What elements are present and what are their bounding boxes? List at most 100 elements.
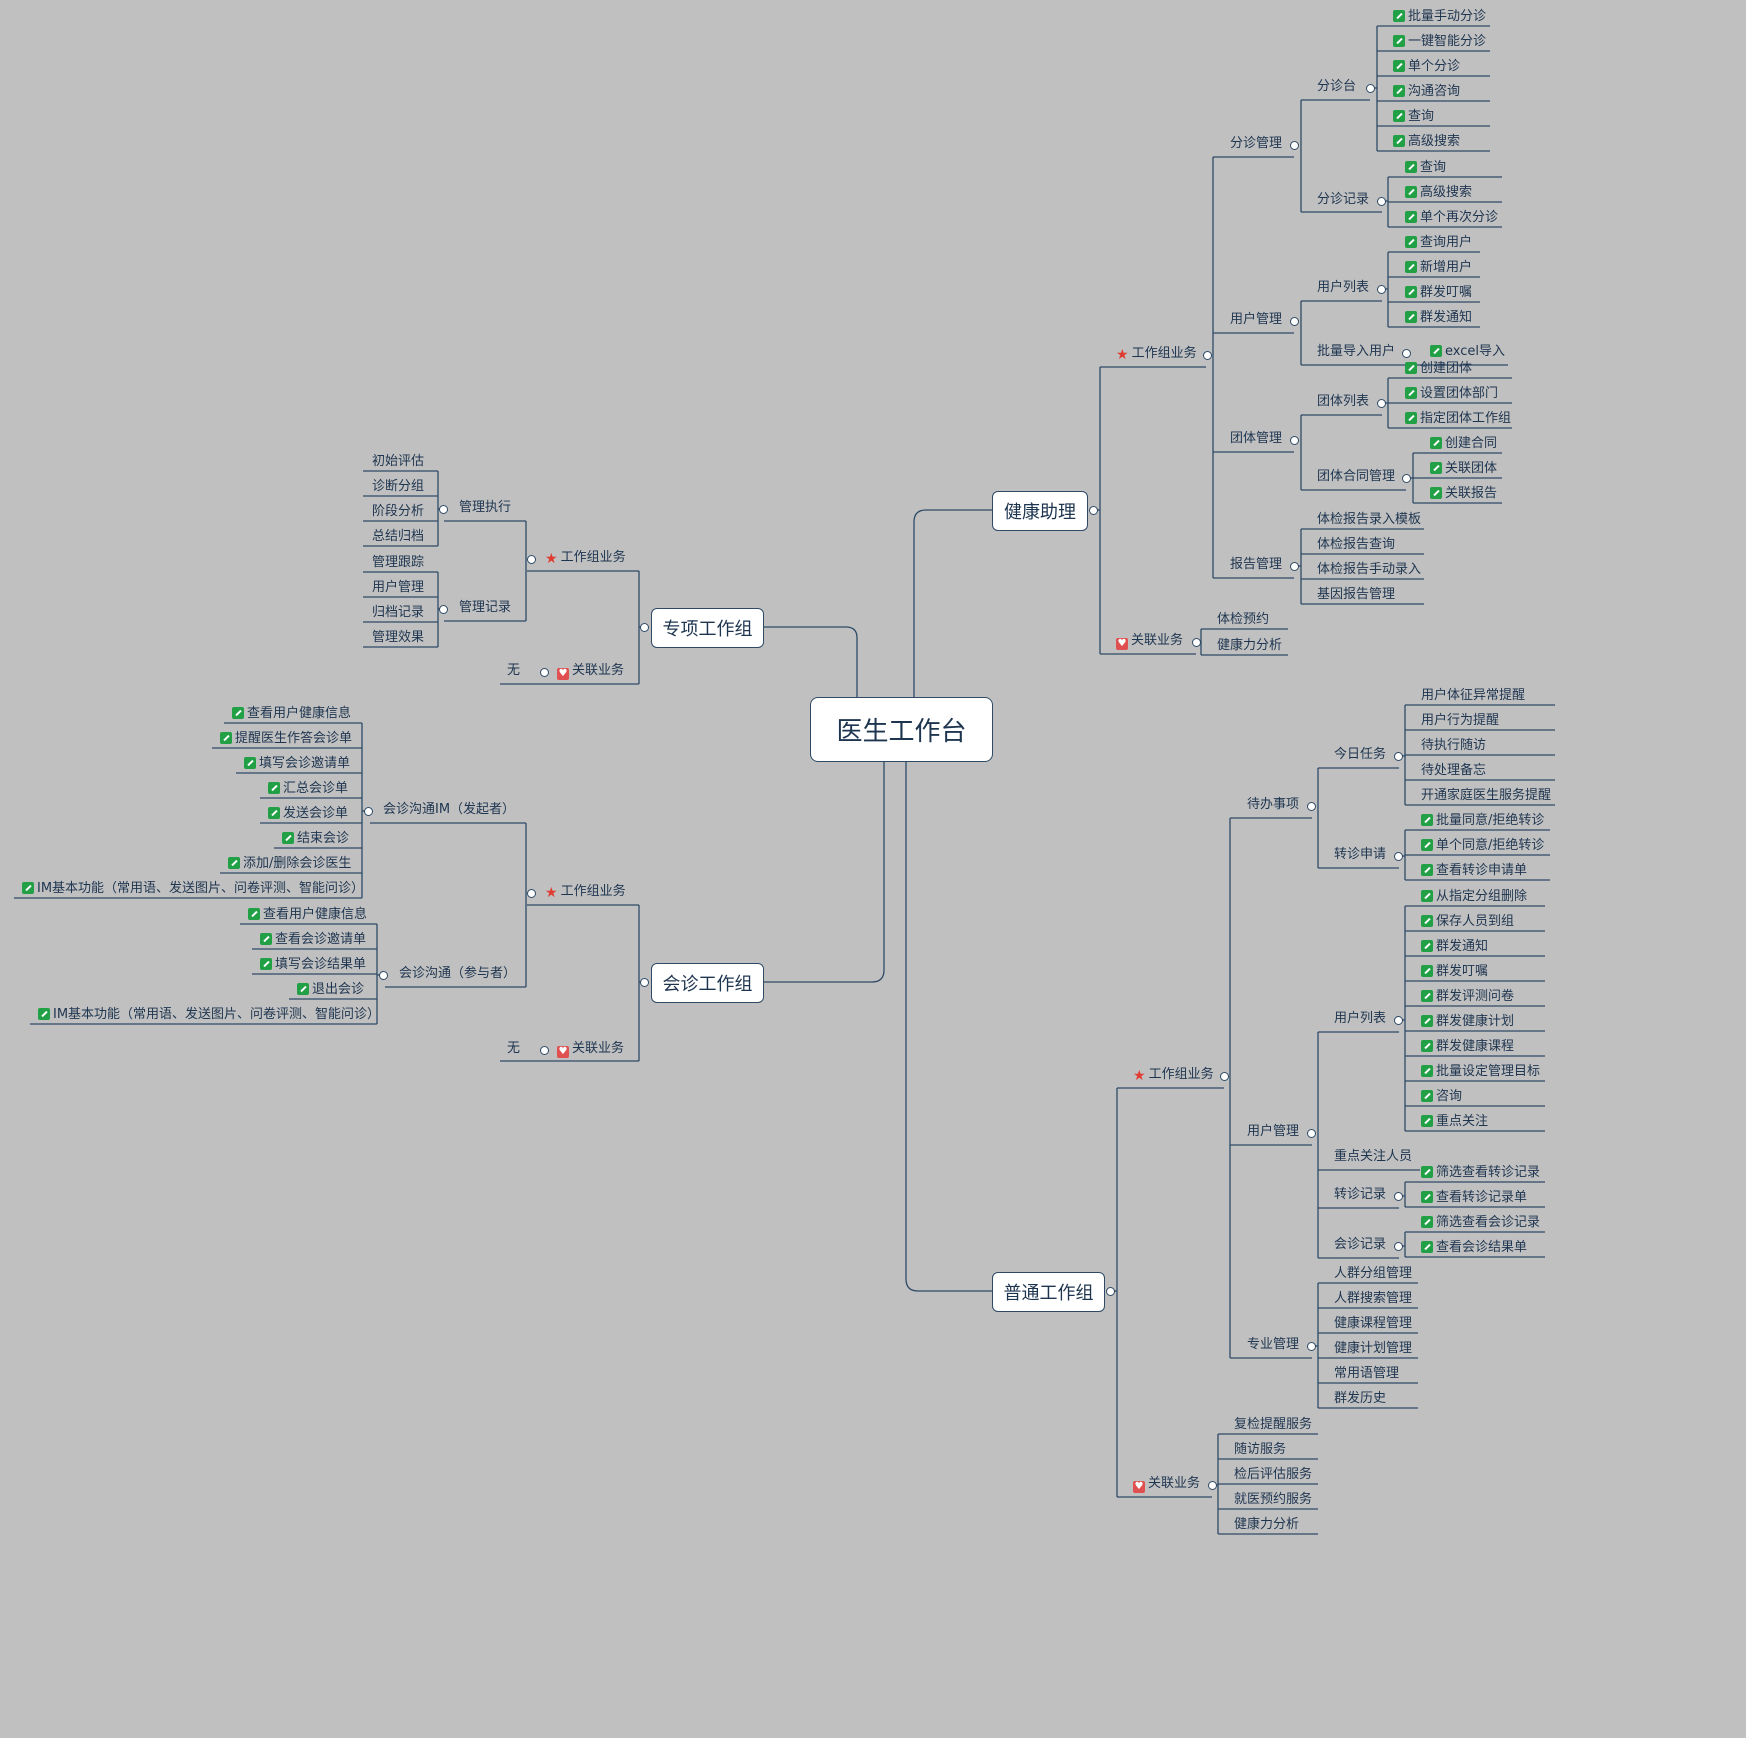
- topic-node[interactable]: 群发通知: [1405, 310, 1472, 326]
- topic-node[interactable]: 基因报告管理: [1317, 587, 1395, 603]
- topic-node[interactable]: 转诊申请: [1334, 847, 1386, 863]
- branch-health-assistant[interactable]: 健康助理: [992, 491, 1088, 531]
- topic-node[interactable]: 批量同意/拒绝转诊: [1421, 813, 1544, 829]
- collapse-toggle[interactable]: [527, 889, 536, 898]
- topic-node[interactable]: 团体列表: [1317, 394, 1369, 410]
- related-node[interactable]: ♥关联业务: [557, 1041, 624, 1058]
- topic-node[interactable]: 沟通咨询: [1393, 84, 1460, 100]
- collapse-toggle[interactable]: [640, 623, 649, 632]
- topic-node[interactable]: 关联团体: [1430, 461, 1497, 477]
- workgroup-node[interactable]: ★工作组业务: [1116, 346, 1197, 362]
- topic-node[interactable]: 单个同意/拒绝转诊: [1421, 838, 1544, 854]
- topic-node[interactable]: 创建合同: [1430, 436, 1497, 452]
- topic-node[interactable]: 就医预约服务: [1234, 1492, 1312, 1508]
- topic-node[interactable]: 人群搜索管理: [1334, 1291, 1412, 1307]
- topic-node[interactable]: 查看用户健康信息: [248, 907, 367, 923]
- none-node[interactable]: 无: [507, 1041, 520, 1057]
- topic-node[interactable]: excel导入: [1430, 344, 1505, 360]
- collapse-toggle[interactable]: [439, 505, 448, 514]
- topic-node[interactable]: 添加/删除会诊医生: [228, 856, 351, 872]
- topic-node[interactable]: 群发评测问卷: [1421, 989, 1514, 1005]
- collapse-toggle[interactable]: [1208, 1481, 1217, 1490]
- topic-node[interactable]: 群发历史: [1334, 1391, 1386, 1407]
- topic-node[interactable]: 健康力分析: [1234, 1517, 1299, 1533]
- topic-node[interactable]: 查询用户: [1405, 235, 1472, 251]
- topic-node[interactable]: 团体管理: [1230, 431, 1282, 447]
- topic-node[interactable]: 提醒医生作答会诊单: [220, 731, 352, 747]
- topic-node[interactable]: 群发叮嘱: [1421, 964, 1488, 980]
- collapse-toggle[interactable]: [1394, 1016, 1403, 1025]
- collapse-toggle[interactable]: [1402, 474, 1411, 483]
- topic-node[interactable]: 转诊记录: [1334, 1187, 1386, 1203]
- topic-node[interactable]: 群发健康计划: [1421, 1014, 1514, 1030]
- topic-node[interactable]: 报告管理: [1230, 557, 1282, 573]
- topic-node[interactable]: 退出会诊: [297, 982, 364, 998]
- branch-normal-group[interactable]: 普通工作组: [992, 1272, 1105, 1312]
- topic-node[interactable]: 用户管理: [372, 580, 424, 596]
- topic-node[interactable]: 随访服务: [1234, 1442, 1286, 1458]
- collapse-toggle[interactable]: [1220, 1072, 1229, 1081]
- topic-node[interactable]: 健康课程管理: [1334, 1316, 1412, 1332]
- topic-node[interactable]: 分诊管理: [1230, 136, 1282, 152]
- topic-node[interactable]: 查询: [1393, 109, 1434, 125]
- topic-node[interactable]: 关联报告: [1430, 486, 1497, 502]
- topic-node[interactable]: 重点关注: [1421, 1114, 1488, 1130]
- topic-node[interactable]: 分诊台: [1317, 79, 1356, 95]
- topic-node[interactable]: 会诊记录: [1334, 1237, 1386, 1253]
- topic-node[interactable]: 体检预约: [1217, 612, 1269, 628]
- topic-node[interactable]: 查看会诊结果单: [1421, 1240, 1527, 1256]
- topic-node[interactable]: 用户管理: [1230, 312, 1282, 328]
- topic-node[interactable]: 咨询: [1421, 1089, 1462, 1105]
- topic-node[interactable]: 批量手动分诊: [1393, 9, 1486, 25]
- topic-node[interactable]: 管理跟踪: [372, 555, 424, 571]
- collapse-toggle[interactable]: [1307, 1129, 1316, 1138]
- topic-node[interactable]: 用户列表: [1317, 280, 1369, 296]
- topic-node[interactable]: 筛选查看会诊记录: [1421, 1215, 1540, 1231]
- collapse-toggle[interactable]: [1377, 197, 1386, 206]
- topic-node[interactable]: IM基本功能（常用语、发送图片、问卷评测、智能问诊）: [38, 1007, 380, 1023]
- topic-node[interactable]: 管理执行: [459, 500, 511, 516]
- collapse-toggle[interactable]: [1394, 752, 1403, 761]
- topic-node[interactable]: 常用语管理: [1334, 1366, 1399, 1382]
- topic-node[interactable]: 检后评估服务: [1234, 1467, 1312, 1483]
- collapse-toggle[interactable]: [1290, 436, 1299, 445]
- topic-node[interactable]: 从指定分组删除: [1421, 889, 1527, 905]
- topic-node[interactable]: 群发健康课程: [1421, 1039, 1514, 1055]
- collapse-toggle[interactable]: [640, 978, 649, 987]
- topic-node[interactable]: 体检报告录入模板: [1317, 512, 1421, 528]
- topic-node[interactable]: 群发叮嘱: [1405, 285, 1472, 301]
- none-node[interactable]: 无: [507, 663, 520, 679]
- topic-node[interactable]: 重点关注人员: [1334, 1149, 1412, 1165]
- topic-node[interactable]: 阶段分析: [372, 504, 424, 520]
- topic-node[interactable]: 保存人员到组: [1421, 914, 1514, 930]
- topic-node[interactable]: 初始评估: [372, 454, 424, 470]
- topic-node[interactable]: 健康力分析: [1217, 638, 1282, 654]
- topic-node[interactable]: 查看转诊申请单: [1421, 863, 1527, 879]
- collapse-toggle[interactable]: [1307, 802, 1316, 811]
- topic-node[interactable]: 分诊记录: [1317, 192, 1369, 208]
- related-node[interactable]: ♥关联业务: [557, 663, 624, 680]
- topic-node[interactable]: 管理记录: [459, 600, 511, 616]
- topic-node[interactable]: 归档记录: [372, 605, 424, 621]
- collapse-toggle[interactable]: [1366, 84, 1375, 93]
- topic-node[interactable]: 团体合同管理: [1317, 469, 1395, 485]
- topic-node[interactable]: 用户管理: [1247, 1124, 1299, 1140]
- topic-node[interactable]: 高级搜索: [1405, 185, 1472, 201]
- collapse-toggle[interactable]: [1192, 638, 1201, 647]
- collapse-toggle[interactable]: [439, 605, 448, 614]
- collapse-toggle[interactable]: [1394, 852, 1403, 861]
- topic-node[interactable]: 总结归档: [372, 529, 424, 545]
- topic-node[interactable]: 一键智能分诊: [1393, 34, 1486, 50]
- collapse-toggle[interactable]: [1290, 141, 1299, 150]
- related-node[interactable]: ♥关联业务: [1133, 1476, 1200, 1493]
- collapse-toggle[interactable]: [379, 971, 388, 980]
- topic-node[interactable]: 批量设定管理目标: [1421, 1064, 1540, 1080]
- topic-node[interactable]: 查询: [1405, 160, 1446, 176]
- topic-node[interactable]: 今日任务: [1334, 747, 1386, 763]
- topic-node[interactable]: 创建团体: [1405, 361, 1472, 377]
- topic-node[interactable]: 结束会诊: [282, 831, 349, 847]
- topic-node[interactable]: 筛选查看转诊记录: [1421, 1165, 1540, 1181]
- topic-node[interactable]: 单个分诊: [1393, 59, 1460, 75]
- collapse-toggle[interactable]: [1402, 349, 1411, 358]
- topic-node[interactable]: 批量导入用户: [1317, 344, 1395, 360]
